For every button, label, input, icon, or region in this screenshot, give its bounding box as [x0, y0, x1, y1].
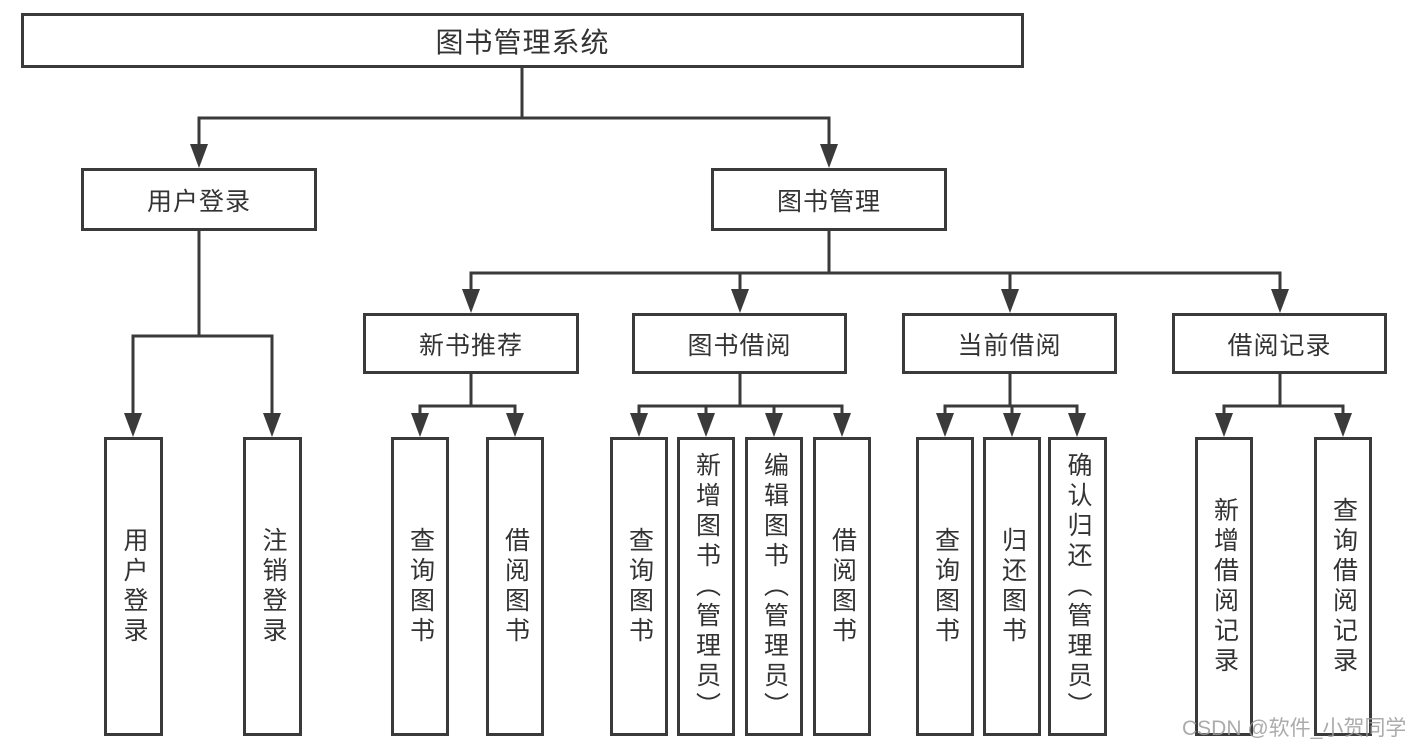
- leaf-borrow-query: 查询图书: [610, 437, 668, 736]
- leaf-newbook-query: 查询图书: [391, 437, 449, 736]
- leaf-borrow-borrow: 借阅图书: [813, 437, 871, 736]
- leaf-newbook-query-label: 查询图书: [406, 526, 435, 647]
- leaf-borrow-add-label: 新增图书（管理员）: [692, 451, 721, 722]
- leaf-logout-label: 注销登录: [259, 526, 287, 647]
- leaf-record-add-label: 新增借阅记录: [1210, 496, 1239, 677]
- leaf-borrow-edit-label: 编辑图书（管理员）: [760, 451, 789, 722]
- node-book-management: 图书管理: [711, 168, 947, 231]
- leaf-record-add: 新增借阅记录: [1195, 437, 1253, 736]
- leaf-borrow-query-label: 查询图书: [625, 526, 654, 647]
- leaf-current-confirm-return: 确认归还（管理员）: [1048, 437, 1107, 736]
- leaf-current-confirm-return-label: 确认归还（管理员）: [1064, 451, 1092, 722]
- node-root-label: 图书管理系统: [435, 26, 610, 58]
- node-root: 图书管理系统: [21, 13, 1024, 68]
- node-user-login: 用户登录: [81, 168, 317, 231]
- leaf-user-login: 用户登录: [104, 437, 163, 736]
- node-borrow-record: 借阅记录: [1172, 313, 1387, 374]
- leaf-logout: 注销登录: [243, 437, 302, 736]
- leaf-record-query-label: 查询借阅记录: [1329, 496, 1358, 677]
- leaf-user-login-label: 用户登录: [120, 526, 148, 647]
- leaf-current-return: 归还图书: [983, 437, 1041, 736]
- leaf-current-query-label: 查询图书: [931, 526, 960, 647]
- leaf-borrow-add: 新增图书（管理员）: [677, 437, 735, 736]
- arrowheads: [124, 144, 1352, 437]
- leaf-borrow-borrow-label: 借阅图书: [828, 526, 857, 647]
- leaf-current-return-label: 归还图书: [998, 526, 1027, 647]
- node-user-login-label: 用户登录: [146, 187, 251, 216]
- leaf-record-query: 查询借阅记录: [1314, 437, 1372, 736]
- leaf-borrow-edit: 编辑图书（管理员）: [745, 437, 803, 736]
- leaf-current-query: 查询图书: [916, 437, 974, 736]
- node-new-book-recommend-label: 新书推荐: [418, 331, 523, 360]
- leaf-newbook-borrow: 借阅图书: [486, 437, 544, 736]
- node-book-borrow-label: 图书借阅: [687, 331, 792, 360]
- node-book-management-label: 图书管理: [776, 187, 881, 216]
- node-new-book-recommend: 新书推荐: [363, 313, 579, 374]
- node-current-borrow-label: 当前借阅: [957, 331, 1062, 360]
- node-book-borrow: 图书借阅: [632, 313, 847, 374]
- leaf-newbook-borrow-label: 借阅图书: [501, 526, 530, 647]
- node-current-borrow: 当前借阅: [902, 313, 1117, 374]
- csdn-watermark: CSDN @软件_小贺同学: [1182, 717, 1405, 740]
- node-borrow-record-label: 借阅记录: [1227, 331, 1332, 360]
